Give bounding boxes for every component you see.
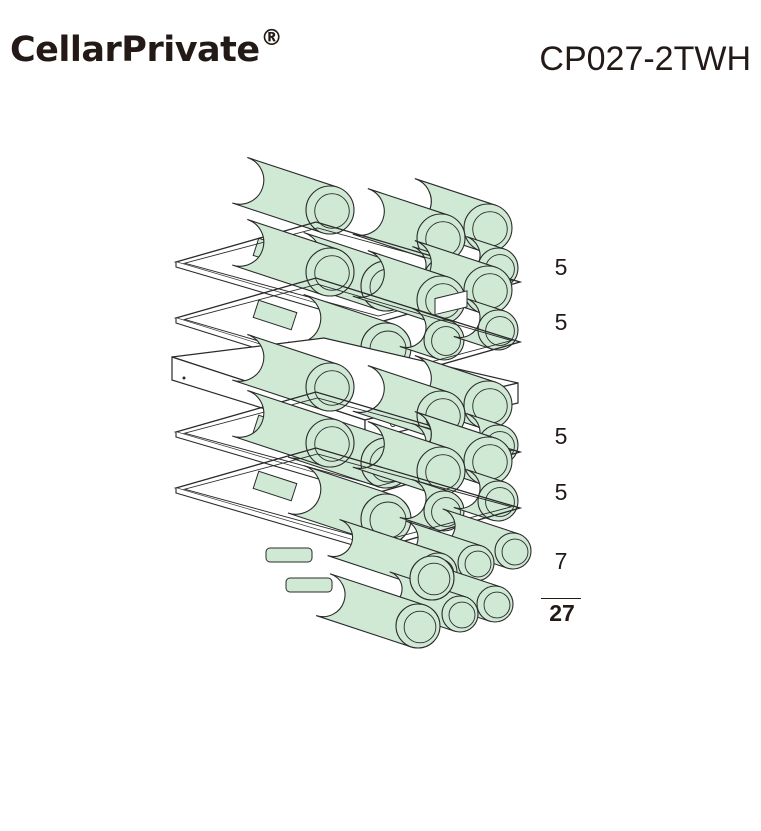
wine-bottle: [378, 571, 479, 633]
floor-count: 7: [554, 548, 568, 574]
bottle-neck: [252, 470, 298, 502]
wine-bottle: [409, 555, 455, 601]
shelf-1-count: 5: [554, 254, 568, 280]
wine-bottle: [352, 421, 466, 496]
display-panel: [434, 290, 468, 316]
total-divider: [541, 598, 581, 599]
wine-bottle: [431, 508, 532, 570]
shelf-4-count: 5: [554, 479, 568, 505]
brand-name: CellarPrivate: [10, 30, 260, 70]
wine-bottle: [399, 307, 465, 361]
screw: [182, 376, 186, 380]
wine-bottle: [315, 573, 441, 649]
bottle-neck: [265, 547, 313, 563]
total-count: 27: [549, 600, 575, 626]
shelf-3-count: 5: [554, 423, 568, 449]
floor-bottles: [265, 508, 532, 649]
model-number: CP027-2TWH: [539, 40, 751, 78]
bottle-neck: [252, 299, 298, 331]
shelf-4-bottles: [232, 389, 519, 545]
registered-mark: ®: [260, 26, 283, 51]
brand-logo: CellarPrivate®: [10, 26, 283, 70]
bottle-neck: [285, 577, 333, 593]
wine-bottle: [232, 156, 355, 235]
shelf-2-count: 5: [554, 309, 568, 335]
